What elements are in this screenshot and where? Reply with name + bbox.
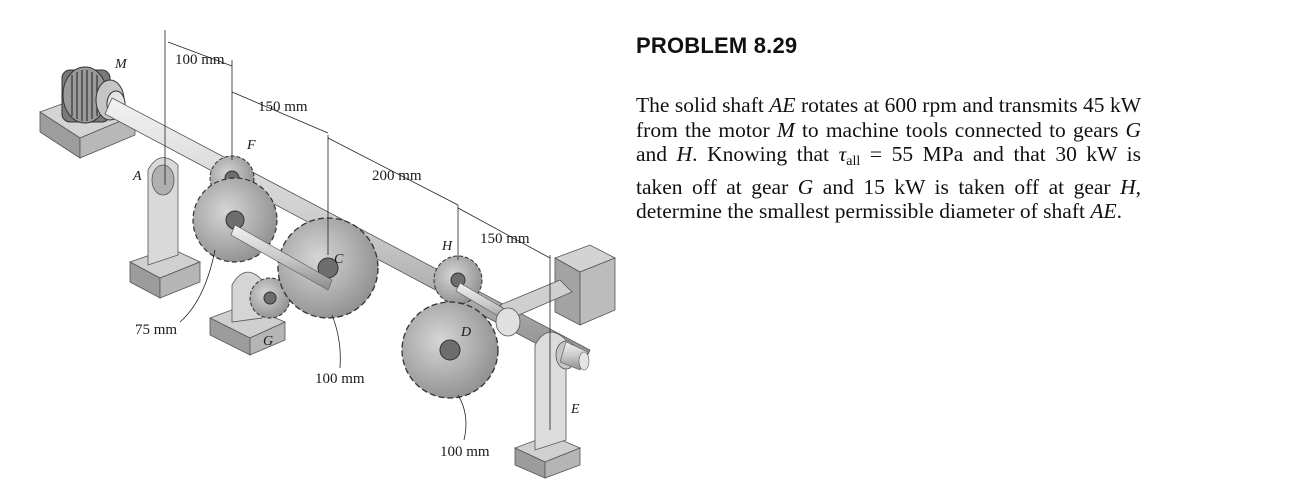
label-m: M (114, 57, 128, 72)
subscript-all: all (846, 154, 861, 169)
text-run: = 55 MPa and that 30 kW is taken off at … (636, 142, 1141, 199)
dim-150mm-e: 150 mm (480, 231, 530, 247)
label-c: C (334, 252, 344, 267)
dim-100mm-d: 100 mm (440, 444, 490, 460)
shaft-figure: 100 mm 150 mm 200 mm 150 mm 75 mm 100 mm… (39, 30, 616, 479)
text-run: . Knowing that (692, 142, 839, 166)
dim-75mm: 75 mm (135, 322, 177, 338)
label-g: G (263, 334, 273, 349)
dim-200mm: 200 mm (372, 168, 422, 184)
text-run: , determine the smallest permissible dia… (636, 174, 1141, 224)
label-e: E (570, 402, 580, 417)
text-run: and 15 kW is taken off at gear (813, 174, 1121, 199)
dimension-lines (164, 30, 551, 441)
text-run: and (636, 142, 677, 166)
symbol-g: G (1125, 117, 1141, 142)
symbol-ae: AE (769, 93, 796, 117)
text-run: to machine tools connected to gears (794, 117, 1126, 142)
symbol-g: G (797, 174, 814, 199)
symbol-m: M (776, 117, 795, 142)
label-a: A (132, 169, 142, 184)
bearing-e (513, 331, 590, 479)
symbol-h: H (1120, 174, 1136, 199)
label-d: D (460, 325, 471, 340)
label-h: H (441, 239, 453, 254)
text-run: The solid shaft (636, 93, 770, 117)
problem-statement: The solid shaft AE rotates at 600 rpm an… (636, 93, 1141, 224)
label-f: F (246, 138, 256, 153)
dim-100mm-c: 100 mm (315, 371, 365, 387)
bearing-a (129, 157, 202, 299)
gear-d (401, 301, 499, 399)
text-run: . (1116, 199, 1123, 223)
symbol-h: H (676, 142, 693, 166)
wall-block (495, 244, 616, 337)
symbol-tau: τ (838, 142, 847, 166)
text-run: rotates at 600 rpm and transmits 45 kW f… (636, 93, 1141, 142)
symbol-ae: AE (1090, 199, 1117, 223)
dim-100mm-a: 100 mm (175, 52, 225, 68)
dim-150mm-b: 150 mm (258, 99, 308, 115)
problem-title: PROBLEM 8.29 (636, 33, 798, 58)
